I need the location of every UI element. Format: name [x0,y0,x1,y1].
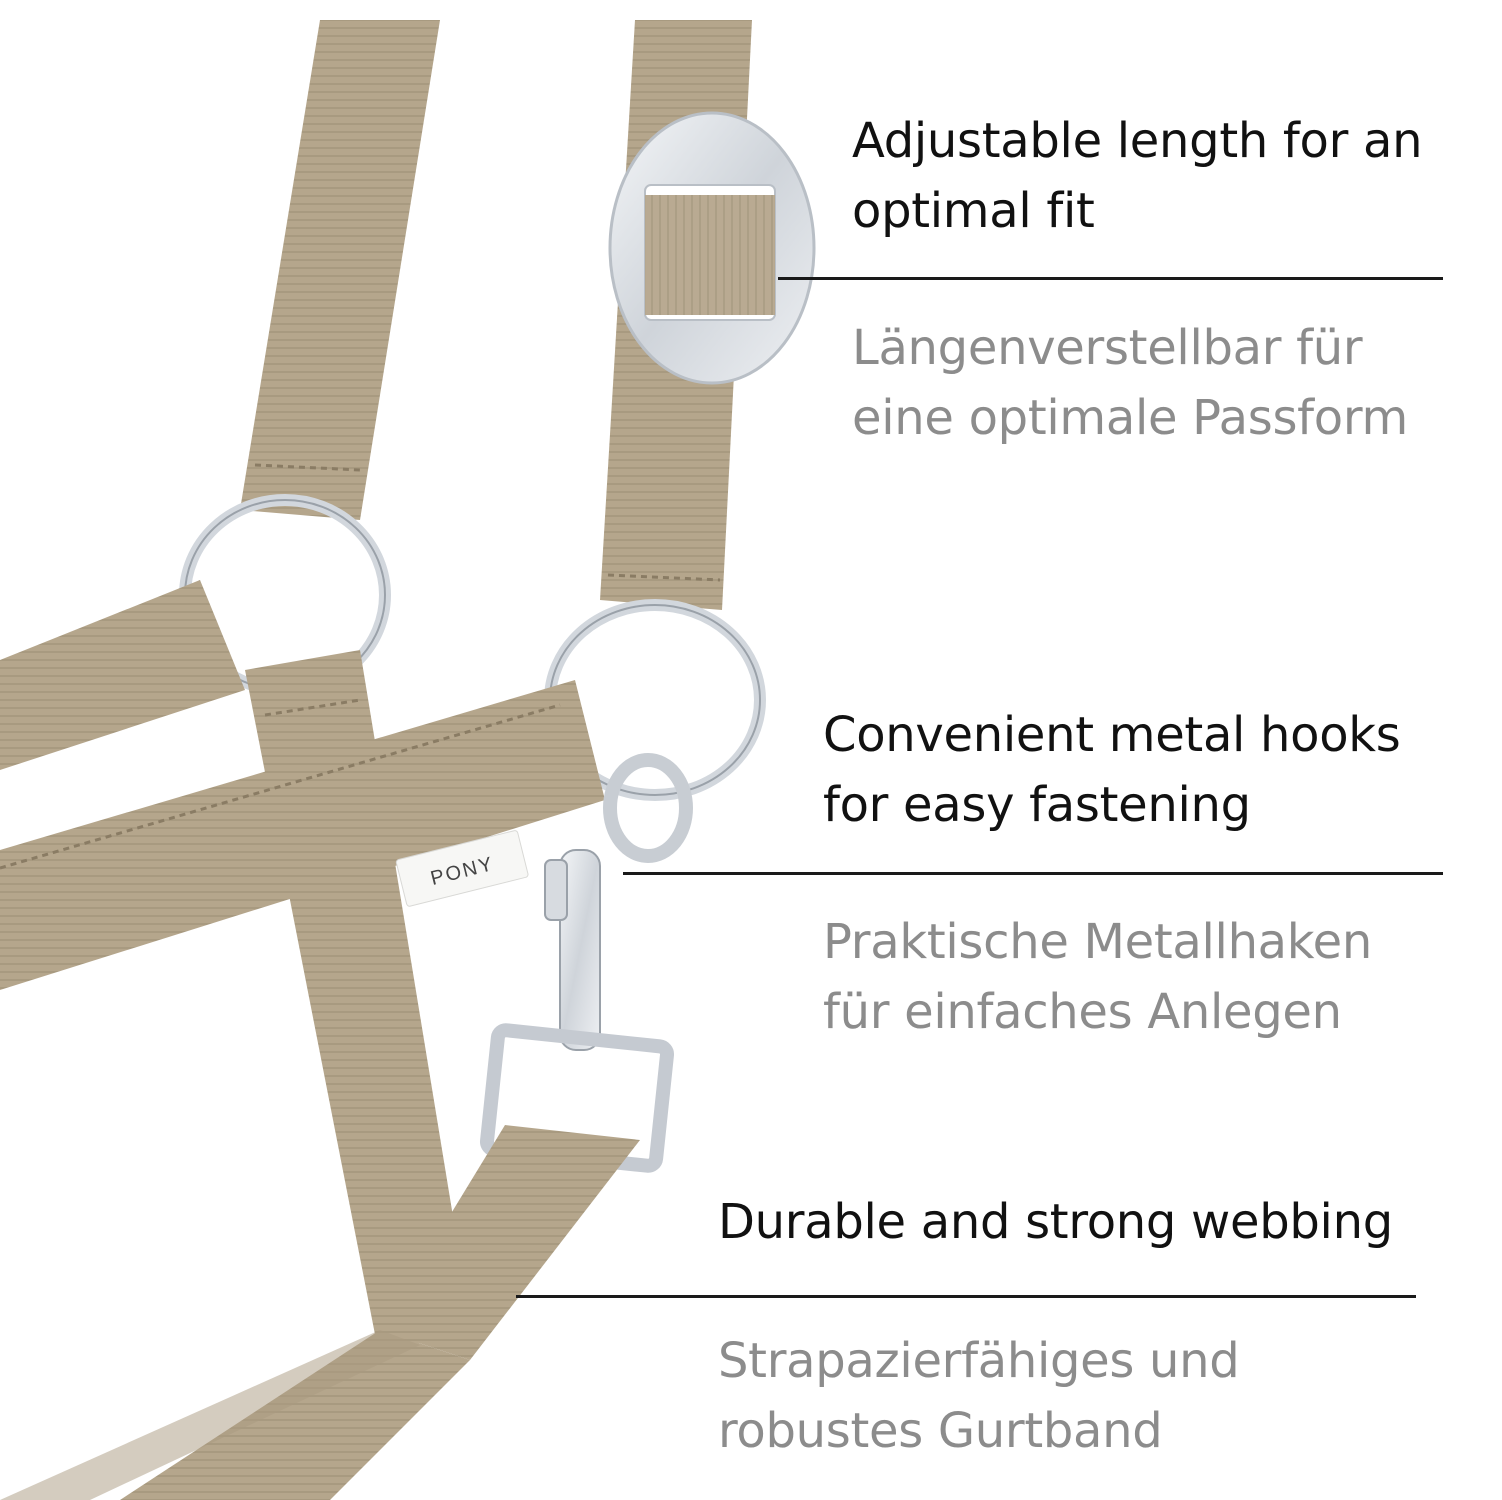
feature-webbing: Durable and strong webbing [718,1187,1458,1257]
feature-subtext: Praktische Metallhaken für einfaches Anl… [823,907,1463,1047]
feature-adjustable-de: Längenverstellbar für eine optimale Pass… [852,313,1472,453]
subtext-line: Längenverstellbar für [852,320,1363,376]
feature-metal-hooks-de: Praktische Metallhaken für einfaches Anl… [823,907,1463,1047]
feature-adjustable: Adjustable length for an optimal fit [852,106,1472,246]
feature-webbing-de: Strapazierfähiges und robustes Gurtband [718,1326,1458,1466]
heading-line: Convenient metal hooks [823,707,1401,763]
heading-line: Durable and strong webbing [718,1194,1393,1250]
feature-heading: Adjustable length for an optimal fit [852,106,1472,246]
cheek-strap-left [240,20,440,520]
heading-line: Adjustable length for an [852,113,1423,169]
feature-heading: Durable and strong webbing [718,1187,1458,1257]
subtext-line: Strapazierfähiges und [718,1333,1240,1389]
subtext-line: robustes Gurtband [718,1403,1163,1459]
noseband-lower [0,680,605,990]
bottom-strap [120,1330,470,1500]
feature-subtext: Längenverstellbar für eine optimale Pass… [852,313,1472,453]
size-label-tag [395,830,529,907]
subtext-line: Praktische Metallhaken [823,914,1372,970]
noseband-upper [0,580,245,770]
feature-subtext: Strapazierfähiges und robustes Gurtband [718,1326,1458,1466]
heading-line: for easy fastening [823,777,1251,833]
callout-line [516,1295,1416,1298]
callout-line [778,277,1443,280]
lead-strap [380,1125,640,1360]
subtext-line: eine optimale Passform [852,390,1408,446]
feature-heading: Convenient metal hooks for easy fastenin… [823,700,1463,840]
snap-hook-body [559,849,601,1051]
snap-hook-eye [603,753,693,863]
heading-line: optimal fit [852,183,1095,239]
subtext-line: für einfaches Anlegen [823,984,1342,1040]
feature-metal-hooks: Convenient metal hooks for easy fastenin… [823,700,1463,840]
callout-line [623,872,1443,875]
